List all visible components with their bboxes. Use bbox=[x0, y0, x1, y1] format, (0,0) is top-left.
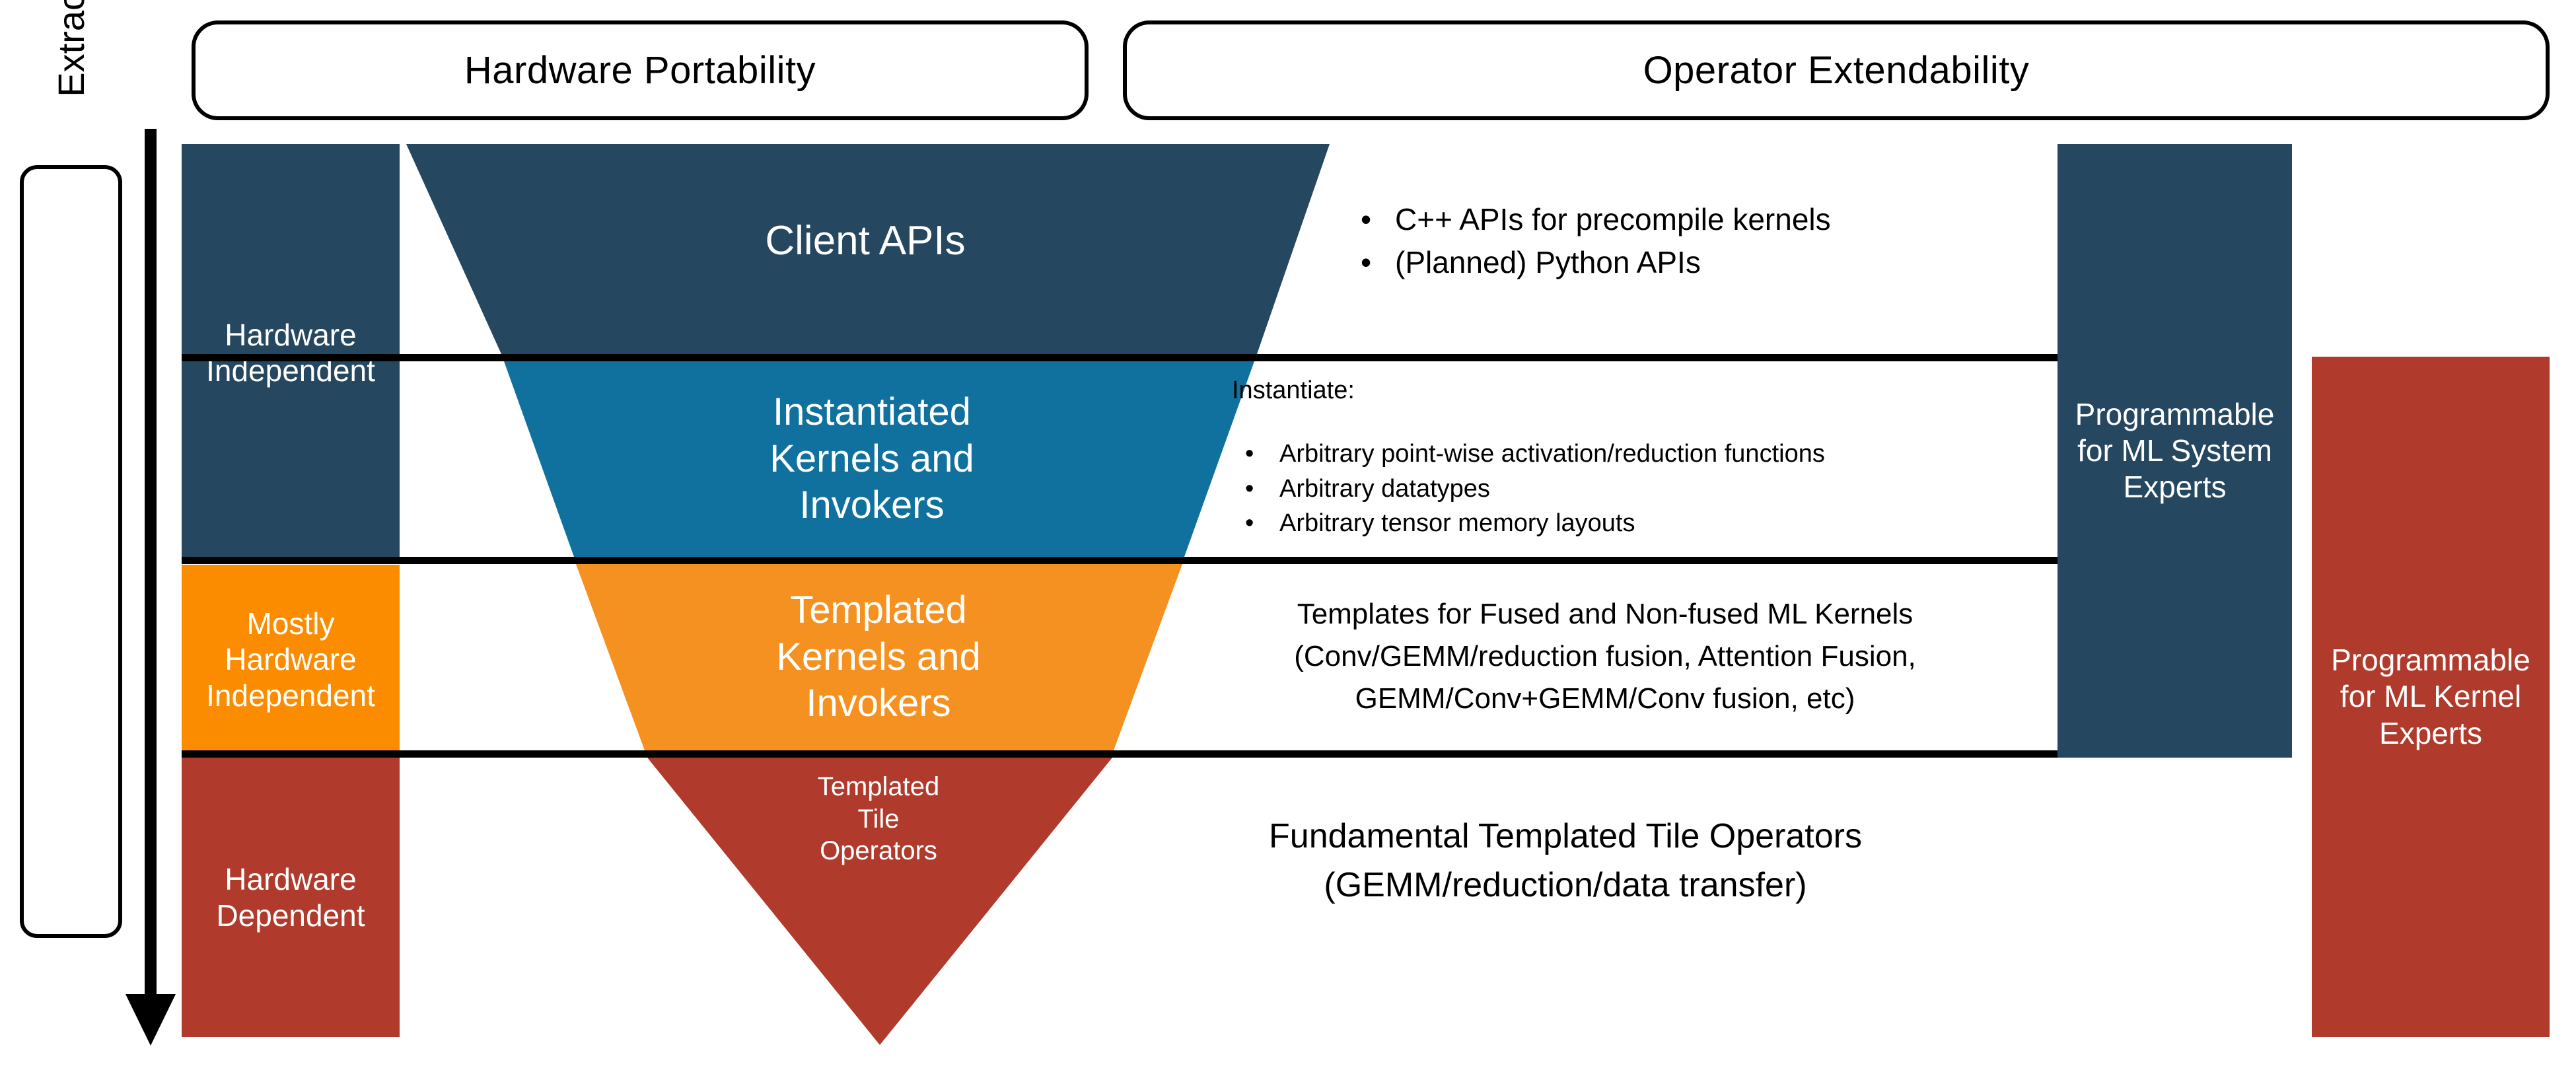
templated-kernels-line-3: GEMM/Conv+GEMM/Conv fusion, etc) bbox=[1355, 682, 1855, 715]
instantiate-heading: Instantiate: bbox=[1232, 377, 1355, 404]
performance-axis-label: Extract More Performance bbox=[20, 0, 122, 268]
performance-axis-box bbox=[20, 165, 122, 938]
list-item: Arbitrary point-wise activation/reductio… bbox=[1245, 437, 2044, 472]
client-apis-bullet-list: C++ APIs for precompile kernels (Planned… bbox=[1347, 198, 2028, 285]
list-item: Arbitrary datatypes bbox=[1245, 472, 2044, 507]
divider-rule-client-instantiated bbox=[182, 354, 2057, 361]
templated-tile-ops-line-2: (GEMM/reduction/data transfer) bbox=[1324, 865, 1807, 904]
divider-rule-instantiated-templated bbox=[182, 557, 2057, 564]
down-arrow-icon-head bbox=[125, 994, 176, 1046]
templated-tile-ops-line-1: Fundamental Templated Tile Operators bbox=[1269, 817, 1862, 855]
banner-operator-extendability-label: Operator Extendability bbox=[1643, 49, 2030, 92]
description-client-apis: C++ APIs for precompile kernels (Planned… bbox=[1347, 198, 2028, 285]
instantiate-bullet-list: Arbitrary point-wise activation/reductio… bbox=[1232, 437, 2044, 541]
templated-kernels-line-2: (Conv/GEMM/reduction fusion, Attention F… bbox=[1294, 639, 1916, 672]
down-arrow-icon-shaft bbox=[145, 129, 157, 1004]
banner-operator-extendability: Operator Extendability bbox=[1123, 20, 2550, 120]
description-instantiated: Instantiate: Arbitrary point-wise activa… bbox=[1232, 373, 2044, 541]
divider-rule-templated-tileops bbox=[182, 750, 2057, 758]
list-item: Arbitrary tensor memory layouts bbox=[1245, 506, 2044, 541]
description-templated-tile-operators: Fundamental Templated Tile Operators (GE… bbox=[1110, 812, 2021, 910]
description-templated-kernels: Templates for Fused and Non-fused ML Ker… bbox=[1169, 593, 2041, 719]
banner-hardware-portability-label: Hardware Portability bbox=[464, 49, 816, 92]
list-item: C++ APIs for precompile kernels bbox=[1361, 198, 2028, 242]
funnel-label-client-apis: Client APIs bbox=[765, 218, 966, 264]
list-item: (Planned) Python APIs bbox=[1361, 241, 2028, 285]
templated-kernels-line-1: Templates for Fused and Non-fused ML Ker… bbox=[1297, 598, 1914, 630]
banner-hardware-portability: Hardware Portability bbox=[192, 20, 1089, 120]
